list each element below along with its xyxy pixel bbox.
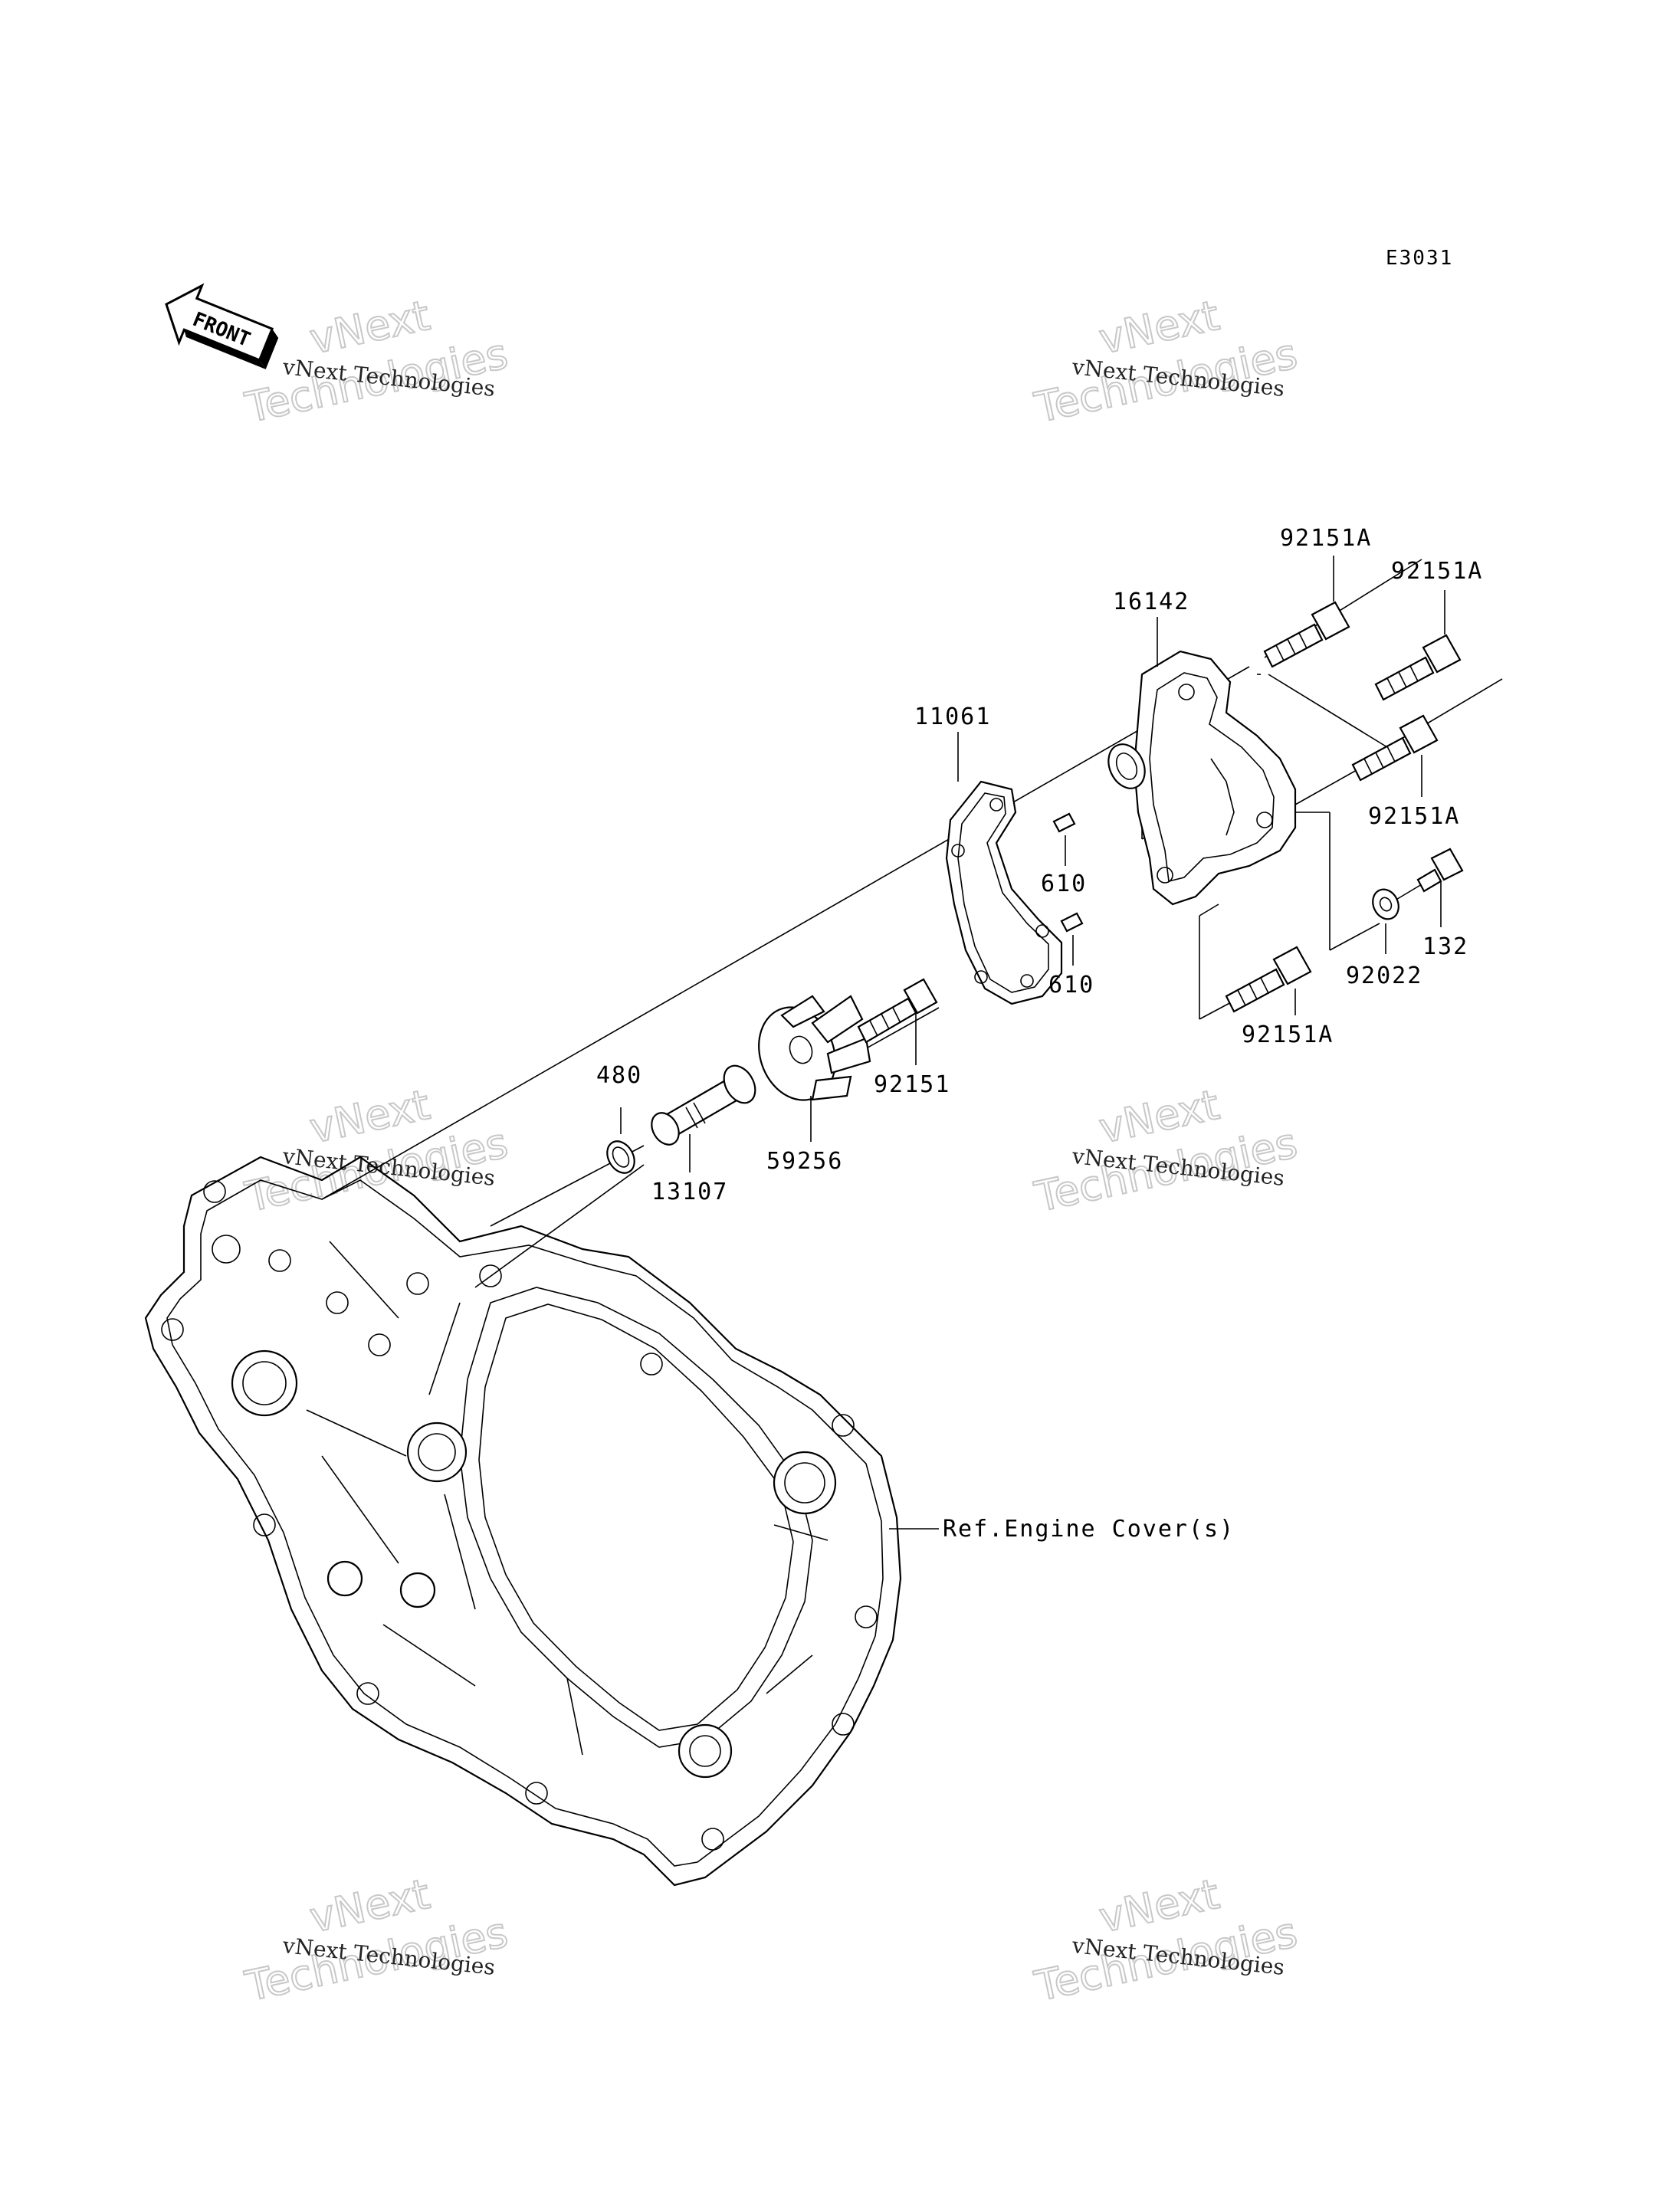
ref-engine-cover-label: Ref.Engine Cover(s): [943, 1516, 1235, 1543]
bolt-132: [1416, 848, 1464, 927]
label-480: 480: [596, 1062, 642, 1089]
dowel-pin-610-lower: [1060, 912, 1084, 966]
bolt-92151A-top: [1263, 556, 1350, 668]
label-13107: 13107: [651, 1179, 728, 1205]
bolt-92151A-right-middle: [1351, 714, 1439, 797]
watermark-bottom-left: vNext Technologies vNext Technologies: [240, 1869, 512, 2012]
washer-92022: [1372, 888, 1399, 954]
watermark-top-right: vNext Technologies vNext Technologies: [1029, 290, 1301, 433]
bolt-92151A-bottom: [1225, 946, 1312, 1015]
watermark-middle-left: vNext Technologies vNext Technologies: [240, 1080, 512, 1222]
watermark-middle-right: vNext Technologies vNext Technologies: [1029, 1080, 1301, 1222]
label-59256: 59256: [766, 1148, 843, 1175]
dowel-pin-610-upper: [1052, 812, 1076, 866]
assembly-axis-lines: [321, 559, 1503, 1288]
engine-crankcase: [144, 1156, 902, 1887]
watermark-top-left: vNext Technologies vNext Technologies: [240, 290, 512, 433]
gasket-11061: [945, 732, 1063, 1005]
label-92151A-top: 92151A: [1280, 525, 1372, 552]
pump-cover-16142: [1107, 617, 1297, 906]
diagram-code: E3031: [1386, 247, 1453, 270]
impeller-59256: [758, 995, 871, 1142]
label-16142: 16142: [1113, 589, 1189, 615]
circlip-480: [606, 1107, 635, 1174]
label-92151A-right-middle: 92151A: [1368, 803, 1460, 830]
label-610-lower: 610: [1048, 972, 1094, 998]
label-92151: 92151: [874, 1071, 950, 1098]
label-132: 132: [1422, 933, 1468, 960]
front-arrow-icon: FRONT: [165, 283, 279, 369]
label-92151A-right-upper: 92151A: [1391, 558, 1483, 585]
label-11061: 11061: [914, 703, 991, 730]
label-610-upper: 610: [1041, 871, 1087, 897]
watermark-bottom-right: vNext Technologies vNext Technologies: [1029, 1869, 1301, 2012]
bolt-92151A-right-upper: [1374, 590, 1462, 701]
pump-shaft-13107: [651, 1064, 756, 1172]
label-92022: 92022: [1346, 962, 1422, 989]
label-92151A-bottom: 92151A: [1242, 1021, 1334, 1048]
bolt-92151: [857, 978, 938, 1065]
